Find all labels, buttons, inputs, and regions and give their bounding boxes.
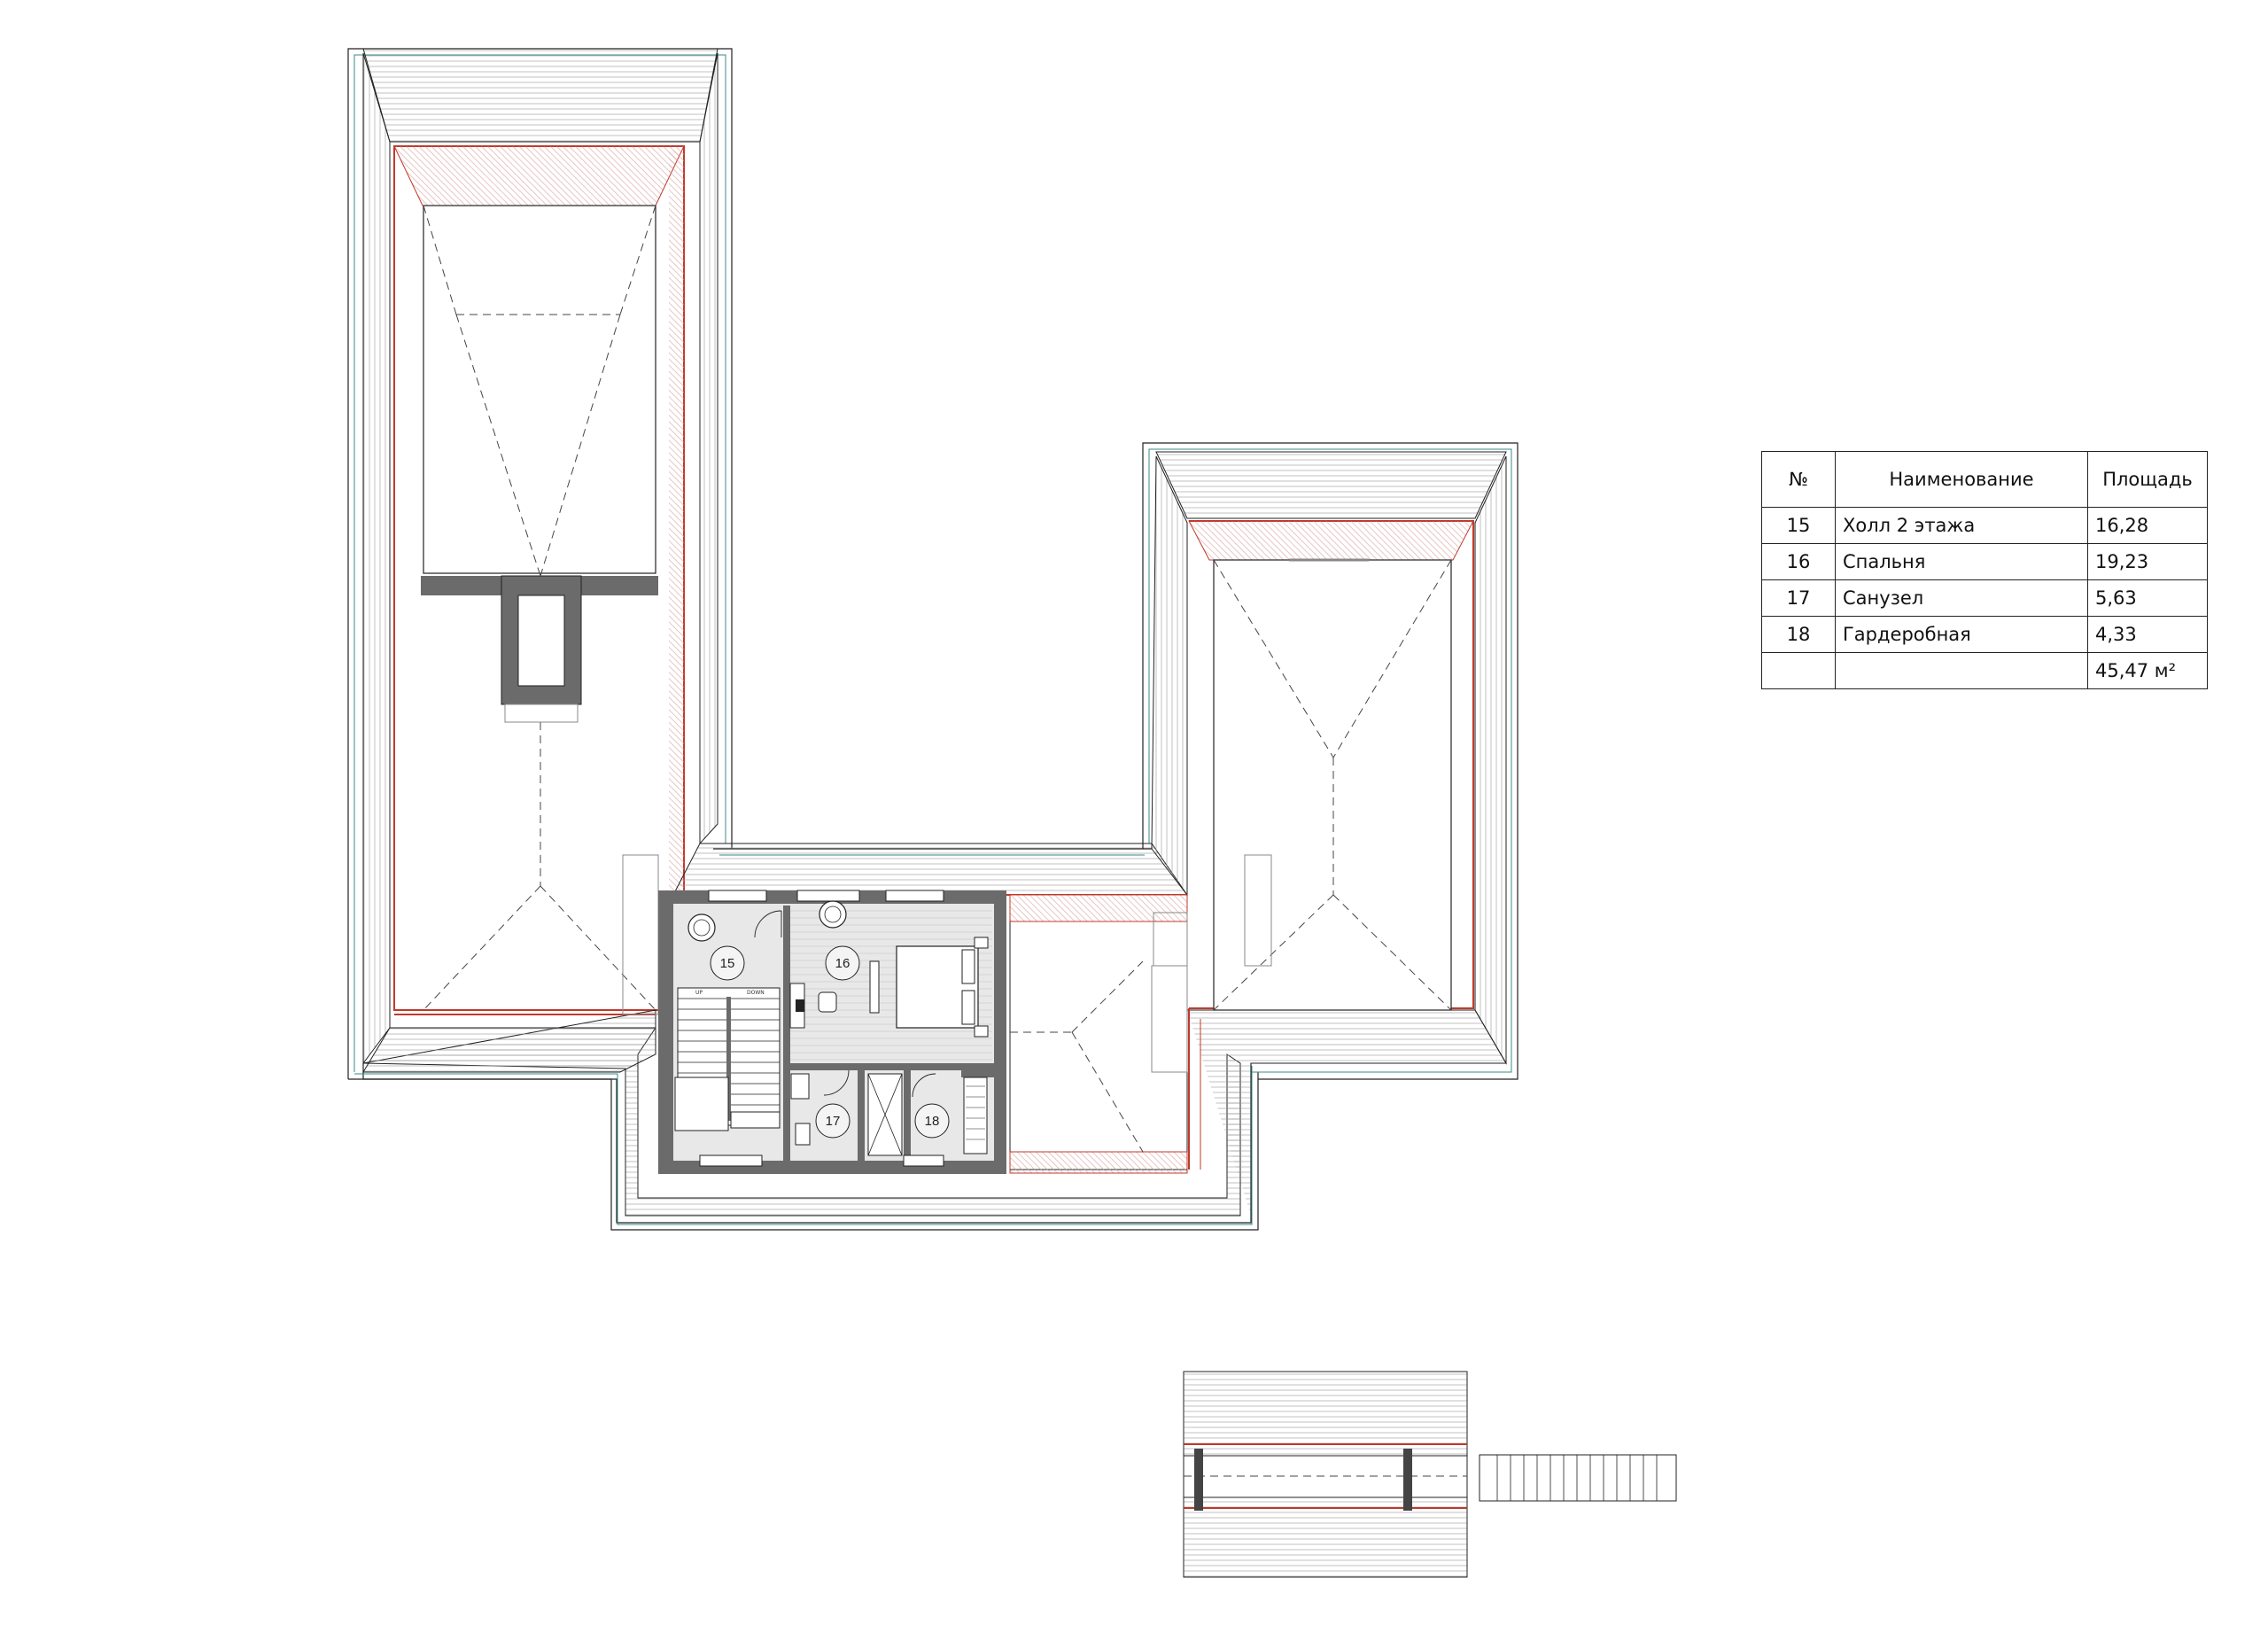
- room-name: Гардеробная: [1835, 616, 2088, 653]
- red-hatch-right-top: [1188, 520, 1474, 561]
- roof-plane-right: [1213, 559, 1452, 1011]
- total-name-cell: [1835, 652, 2088, 689]
- table-total-row: 45,47 м²: [1761, 652, 2208, 689]
- desk: [789, 983, 837, 1029]
- eave-outline-right-outer: [1142, 442, 1518, 1080]
- total-number-cell: [1761, 652, 1836, 689]
- eave-hatch-right-side-l: [1151, 455, 1188, 897]
- roof-lower-band: [348, 1009, 1259, 1231]
- right-wing-step: [1187, 1009, 1507, 1216]
- room-marker-16: 16: [825, 945, 860, 981]
- red-hatch-left-side: [669, 151, 684, 1010]
- room-area: 19,23: [2087, 543, 2208, 580]
- chimney-base: [504, 704, 579, 723]
- col-name-header: Наименование: [1835, 451, 2088, 508]
- svg-text:16: 16: [835, 956, 850, 971]
- armchairs: [687, 900, 847, 942]
- total-area: 45,47 м²: [2087, 652, 2208, 689]
- canopy-detail: [1183, 1371, 1677, 1578]
- svg-text:15: 15: [720, 956, 735, 971]
- table-header-row: № Наименование Площадь: [1761, 451, 2208, 508]
- room-marker-18: 18: [914, 1103, 950, 1139]
- room-number: 16: [1761, 543, 1836, 580]
- room-number: 17: [1761, 579, 1836, 617]
- bed: [869, 937, 989, 1038]
- room-area: 4,33: [2087, 616, 2208, 653]
- table-row: 17 Санузел 5,63: [1761, 579, 2208, 617]
- eave-hatch-right-top: [1155, 451, 1507, 519]
- stair-down-label: DOWN: [747, 990, 765, 996]
- roof-plane-upper: [423, 205, 656, 574]
- col-area-header: Площадь: [2087, 451, 2208, 508]
- roof-right-wing: [1142, 442, 1518, 1216]
- chimney-inner: [517, 595, 565, 687]
- connector-hatch: [672, 843, 1188, 896]
- room-name: Холл 2 этажа: [1835, 507, 2088, 544]
- eave-hatch-right-side-r: [1474, 455, 1507, 1065]
- roof-connector: [672, 843, 1188, 896]
- col-number-header: №: [1761, 451, 1836, 508]
- eave-hatch-left-side-r: [699, 52, 718, 845]
- svg-text:18: 18: [925, 1114, 940, 1129]
- table-row: 18 Гардеробная 4,33: [1761, 616, 2208, 653]
- room-area: 16,28: [2087, 507, 2208, 544]
- roof-left-wing: [347, 48, 1252, 1224]
- room-name: Спальня: [1835, 543, 2088, 580]
- room-marker-17: 17: [815, 1103, 850, 1139]
- attic-space: [622, 854, 1272, 1174]
- table-row: 15 Холл 2 этажа 16,28: [1761, 507, 2208, 544]
- room-marker-15: 15: [710, 945, 745, 981]
- eave-hatch-left: [362, 48, 718, 143]
- heated-core: UP DOWN: [658, 890, 1006, 1174]
- bathroom-fixtures: [790, 1073, 903, 1156]
- table-row: 16 Спальня 19,23: [1761, 543, 2208, 580]
- room-area: 5,63: [2087, 579, 2208, 617]
- room-number: 18: [1761, 616, 1836, 653]
- eave-hatch-left-side-l: [362, 52, 391, 1065]
- red-hatch-left-top: [393, 145, 685, 206]
- svg-text:17: 17: [826, 1114, 841, 1129]
- room-number: 15: [1761, 507, 1836, 544]
- stair-up-label: UP: [695, 990, 703, 996]
- room-name: Санузел: [1835, 579, 2088, 617]
- eave-outline-right-teal: [1148, 448, 1512, 1073]
- room-schedule-table: № Наименование Площадь 15 Холл 2 этажа 1…: [1761, 451, 2208, 689]
- wardrobe-rack: [963, 1077, 988, 1154]
